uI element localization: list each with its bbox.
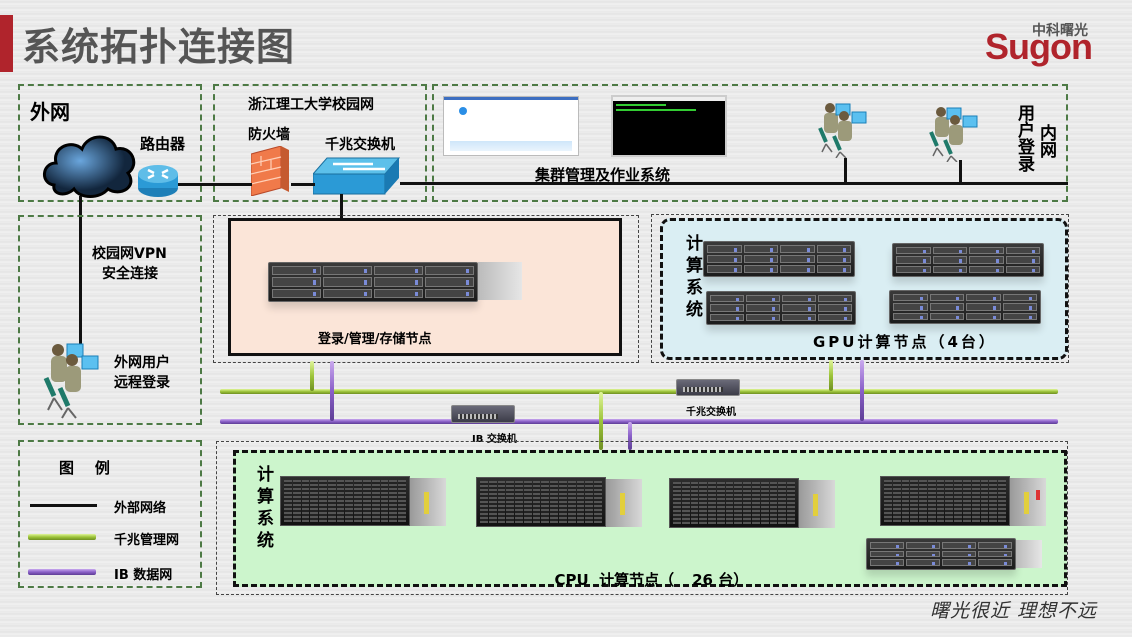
cpu-nodes-count: 26 bbox=[692, 571, 713, 589]
ib-drop-login bbox=[330, 361, 334, 421]
intranet-users-icon-2 bbox=[929, 107, 978, 162]
legend-label-gigabit: 千兆管理网 bbox=[114, 533, 180, 548]
router-icon bbox=[138, 165, 178, 197]
page-title: 系统拓扑连接图 bbox=[22, 25, 296, 69]
legend-swatch-gigabit bbox=[28, 534, 96, 540]
external-link-user-drop-2 bbox=[959, 160, 962, 184]
gpu-side-label: 计算系统 bbox=[682, 234, 702, 322]
legend-box bbox=[18, 440, 202, 588]
cpu-blade-chassis-1-side bbox=[410, 478, 446, 526]
legend-label-external: 外部网络 bbox=[114, 501, 167, 516]
cpu-blade-chassis-3-side bbox=[799, 480, 835, 528]
gigabit-mgmt-bus bbox=[220, 389, 1058, 394]
external-link-switch-mgmt bbox=[400, 182, 1068, 185]
gpu-server-1 bbox=[703, 241, 855, 277]
legend-swatch-external bbox=[30, 504, 97, 507]
zone-vpn bbox=[18, 215, 202, 425]
cpu-blade-chassis-4 bbox=[880, 476, 1010, 526]
remote-users-icon bbox=[43, 343, 99, 419]
zone-external-title: 外网 bbox=[30, 100, 70, 124]
vpn-label-line1: 校园网VPN bbox=[92, 246, 167, 262]
cpu-side-label: 计算系统 bbox=[253, 465, 273, 553]
ib-switch-icon bbox=[451, 405, 515, 423]
legend-label-ib: IB 数据网 bbox=[114, 568, 173, 583]
zone-management bbox=[432, 84, 1068, 202]
vpn-link-line bbox=[79, 196, 82, 346]
firewall-icon bbox=[251, 146, 289, 196]
intranet-label: 内网 bbox=[1036, 124, 1056, 158]
logo-sugon: Sugon bbox=[985, 26, 1093, 67]
gpu-server-3 bbox=[706, 291, 856, 325]
vpn-label-line2: 安全连接 bbox=[102, 266, 158, 282]
ib-data-bus bbox=[220, 419, 1058, 424]
external-link-router-campus bbox=[178, 183, 252, 186]
external-link-switch-login bbox=[340, 194, 343, 218]
management-dashboard-screenshot bbox=[443, 96, 579, 156]
gpu-server-4 bbox=[889, 290, 1041, 324]
firewall-label: 防火墙 bbox=[248, 127, 290, 143]
cpu-blade-chassis-1 bbox=[280, 476, 410, 526]
zone-login-outer bbox=[213, 215, 639, 363]
login-node-server-side bbox=[478, 262, 522, 300]
gpu-server-2 bbox=[892, 243, 1044, 277]
zone-campus bbox=[213, 84, 427, 202]
cpu-rack-server bbox=[866, 538, 1016, 570]
ib-drop-cpu bbox=[628, 422, 632, 450]
ib-switch-label: IB 交换机 bbox=[472, 434, 517, 445]
external-link-firewall-switch bbox=[291, 183, 315, 186]
gigabit-switch-label: 千兆交换机 bbox=[686, 407, 736, 418]
gpu-nodes-label: GPU计算节点（4台） bbox=[813, 333, 997, 351]
legend-swatch-ib bbox=[28, 569, 96, 575]
remote-users-line2: 远程登录 bbox=[114, 375, 170, 391]
zone-cpu-outer bbox=[216, 441, 1068, 595]
intranet-users-icon-1 bbox=[818, 103, 867, 158]
ib-drop-gpu bbox=[860, 360, 864, 421]
legend-title: 图 例 bbox=[59, 459, 110, 477]
remote-users-line1: 外网用户 bbox=[114, 355, 170, 371]
management-label: 集群管理及作业系统 bbox=[535, 166, 671, 184]
cpu-blade-chassis-3 bbox=[669, 478, 799, 528]
gigabit-drop-gpu bbox=[829, 360, 833, 391]
cpu-nodes-label-suffix: 台） bbox=[712, 571, 749, 589]
campus-switch-label: 千兆交换机 bbox=[325, 137, 395, 153]
campus-switch-icon bbox=[313, 157, 401, 195]
logo-chinese: 中科曙光 bbox=[1032, 23, 1088, 39]
cpu-blade-chassis-2-side bbox=[606, 479, 642, 527]
cpu-nodes-label: CPU 计算节点（ 26 台） bbox=[544, 551, 748, 590]
login-node-label: 登录/管理/存储节点 bbox=[318, 332, 432, 347]
cpu-blade-chassis-4-side bbox=[1010, 478, 1046, 526]
zone-external bbox=[18, 84, 202, 202]
external-link-user-drop-1 bbox=[844, 158, 847, 184]
gigabit-drop-cpu bbox=[599, 392, 603, 450]
cpu-blade-chassis-2 bbox=[476, 477, 606, 527]
gigabit-switch-icon bbox=[676, 379, 740, 396]
zone-campus-title: 浙江理工大学校园网 bbox=[248, 97, 374, 113]
title-accent-bar bbox=[0, 15, 13, 72]
cpu-rack-server-side bbox=[1016, 540, 1042, 568]
router-label: 路由器 bbox=[140, 135, 186, 153]
cloud-icon bbox=[43, 135, 136, 198]
login-node-server bbox=[268, 262, 478, 302]
cpu-nodes-label-prefix: CPU 计算节点（ bbox=[554, 571, 675, 589]
gigabit-drop-login bbox=[310, 361, 314, 391]
terminal-screenshot bbox=[611, 95, 727, 157]
intranet-login-label: 用户登录 bbox=[1014, 104, 1034, 172]
footer-slogan: 曙光很近 理想不远 bbox=[930, 600, 1098, 622]
